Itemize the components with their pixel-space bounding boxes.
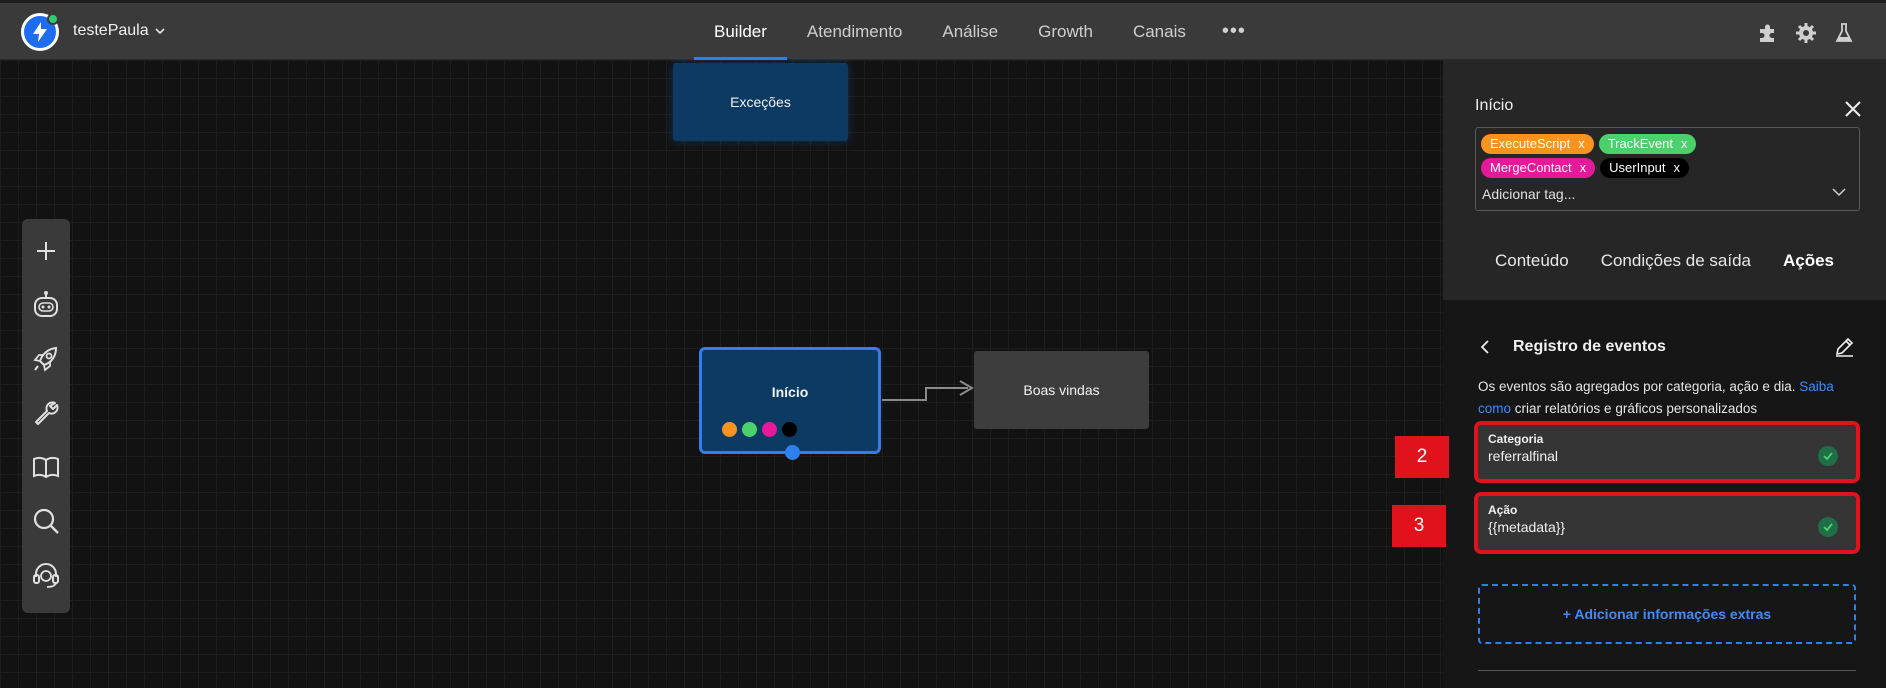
tag-remove-icon[interactable]: x: [1578, 136, 1585, 151]
annotation-marker-3: 3: [1392, 505, 1446, 547]
more-icon[interactable]: •••: [1221, 20, 1246, 42]
close-icon[interactable]: [1842, 98, 1864, 120]
action-field[interactable]: Ação {{metadata}}: [1474, 492, 1860, 554]
nav-atendimento[interactable]: Atendimento: [806, 21, 903, 41]
annotation-marker-2: 2: [1395, 436, 1449, 478]
lightning-icon: [33, 22, 47, 42]
chevron-down-icon: [155, 28, 165, 35]
tag-dot-black: [782, 422, 797, 437]
top-icons: [1756, 21, 1856, 45]
field-value[interactable]: {{metadata}}: [1488, 519, 1566, 535]
description-text-end: criar relatórios e gráficos personalizad…: [1514, 401, 1758, 416]
plus-icon[interactable]: [29, 233, 63, 269]
gear-icon[interactable]: [1794, 21, 1818, 45]
chevron-left-icon[interactable]: [1475, 337, 1495, 357]
wrench-icon[interactable]: [29, 395, 63, 431]
add-tag-input[interactable]: [1482, 186, 1782, 202]
field-value[interactable]: referralfinal: [1488, 448, 1559, 464]
field-label: Ação: [1488, 503, 1518, 517]
chevron-down-icon[interactable]: [1831, 184, 1847, 200]
top-bar: testePaula Builder Atendimento Análise G…: [0, 0, 1886, 61]
tag-dot-orange: [722, 422, 737, 437]
tag-label: ExecuteScript: [1490, 136, 1571, 151]
nav-canais[interactable]: Canais: [1132, 21, 1186, 41]
section-header: Registro de eventos: [1475, 336, 1855, 358]
online-status-dot: [47, 13, 59, 25]
book-icon[interactable]: [29, 449, 63, 485]
tag-remove-icon[interactable]: x: [1673, 160, 1681, 175]
node-excecoes[interactable]: Exceções: [673, 63, 848, 141]
tab-conteudo[interactable]: Conteúdo: [1494, 251, 1569, 270]
nav-builder[interactable]: Builder: [694, 3, 787, 61]
node-properties-panel: Início ExecuteScript x TrackEvent x Merg…: [1443, 60, 1886, 688]
description-text: Os eventos são agregados por categoria, …: [1478, 379, 1796, 394]
tag-dot-pink: [762, 422, 777, 437]
canvas-toolbar: [22, 219, 70, 613]
workspace-name: testePaula: [73, 22, 149, 39]
tag-list: ExecuteScript x TrackEvent x MergeContac…: [1481, 134, 1741, 178]
flask-icon[interactable]: [1832, 21, 1856, 45]
tag-selector[interactable]: ExecuteScript x TrackEvent x MergeContac…: [1475, 127, 1860, 211]
app-logo[interactable]: [21, 13, 59, 51]
nav-analise[interactable]: Análise: [942, 21, 999, 41]
tag-chip: ExecuteScript x: [1481, 134, 1594, 154]
check-icon: [1818, 446, 1838, 466]
tag-dot-green: [742, 422, 757, 437]
add-extra-info-button[interactable]: + Adicionar informações extras: [1478, 584, 1856, 644]
tag-chip: UserInput x: [1600, 158, 1690, 178]
pencil-icon[interactable]: [1833, 336, 1855, 358]
node-tag-dots: [722, 422, 797, 437]
tag-chip: MergeContact x: [1481, 158, 1596, 178]
tag-label: TrackEvent: [1607, 136, 1673, 151]
tab-acoes[interactable]: Ações: [1782, 251, 1835, 270]
tag-label: MergeContact: [1490, 160, 1572, 175]
section-title: Registro de eventos: [1513, 338, 1666, 355]
category-field[interactable]: Categoria referralfinal: [1474, 421, 1860, 483]
learn-more-link[interactable]: Saiba como: [1478, 379, 1834, 416]
node-inicio[interactable]: Início: [699, 347, 881, 460]
panel-tabs: Conteúdo Condições de saída Ações: [1443, 251, 1886, 271]
puzzle-icon[interactable]: [1756, 21, 1780, 45]
tab-condicoes-saida[interactable]: Condições de saída: [1600, 251, 1751, 270]
workspace-selector[interactable]: testePaula: [73, 22, 167, 40]
node-boas-vindas[interactable]: Boas vindas: [974, 351, 1149, 429]
divider: [1478, 670, 1856, 671]
panel-title: Início: [1475, 97, 1514, 114]
main-nav: Builder Atendimento Análise Growth Canai…: [694, 3, 1262, 61]
node-inicio-title: Início: [771, 384, 809, 400]
action-editor: Registro de eventos Os eventos são agreg…: [1443, 300, 1886, 688]
check-icon: [1818, 517, 1838, 537]
section-description: Os eventos são agregados por categoria, …: [1478, 376, 1858, 420]
search-icon[interactable]: [29, 503, 63, 539]
rocket-icon[interactable]: [29, 341, 63, 377]
tag-remove-icon[interactable]: x: [1579, 160, 1587, 175]
node-output-handle[interactable]: [785, 445, 800, 460]
tag-chip: TrackEvent x: [1598, 134, 1697, 154]
tag-label: UserInput: [1609, 160, 1666, 175]
nav-growth[interactable]: Growth: [1038, 21, 1093, 41]
bot-icon[interactable]: [29, 287, 63, 323]
field-label: Categoria: [1488, 432, 1544, 446]
tag-remove-icon[interactable]: x: [1680, 136, 1688, 151]
headset-icon[interactable]: [29, 557, 63, 593]
